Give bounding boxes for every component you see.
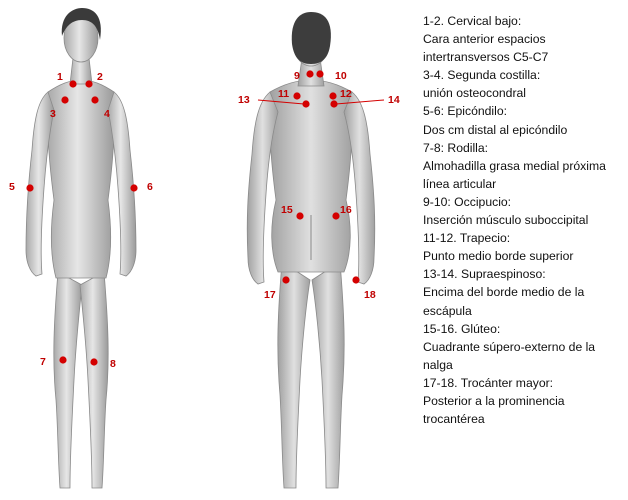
tender-point-dot-17	[282, 276, 289, 283]
tender-point-dot-9	[306, 70, 313, 77]
back-hair	[292, 12, 331, 64]
tender-point-label-4: 4	[104, 108, 110, 120]
tender-point-dot-16	[332, 212, 339, 219]
tender-point-dot-5	[26, 184, 33, 191]
body-illustration: 123456789101112131415161718	[0, 0, 410, 495]
tender-point-dot-10	[316, 70, 323, 77]
tender-point-label-3: 3	[50, 108, 56, 120]
tender-point-label-2: 2	[97, 71, 103, 83]
legend-panel: 1-2. Cervical bajo:Cara anterior espacio…	[423, 12, 625, 428]
tender-point-label-15: 15	[281, 204, 293, 216]
legend-line: Almohadilla grasa medial próxima	[423, 157, 625, 175]
legend-line: Cara anterior espacios	[423, 30, 625, 48]
tender-point-label-9: 9	[294, 70, 300, 82]
tender-point-dot-14	[330, 100, 337, 107]
legend-line: 3-4. Segunda costilla:	[423, 66, 625, 84]
tender-point-label-7: 7	[40, 356, 46, 368]
tender-point-dot-12	[329, 92, 336, 99]
tender-point-dot-7	[59, 356, 66, 363]
legend-line: escápula	[423, 302, 625, 320]
tender-point-dot-6	[130, 184, 137, 191]
tender-point-label-16: 16	[340, 204, 352, 216]
legend-line: 7-8: Rodilla:	[423, 139, 625, 157]
legend-line: 11-12. Trapecio:	[423, 229, 625, 247]
legend-line: nalga	[423, 356, 625, 374]
legend-line: 5-6: Epicóndilo:	[423, 102, 625, 120]
tender-point-label-6: 6	[147, 181, 153, 193]
tender-point-dot-8	[90, 358, 97, 365]
tender-point-label-17: 17	[264, 289, 276, 301]
tender-point-dot-3	[61, 96, 68, 103]
legend-line: intertransversos C5-C7	[423, 48, 625, 66]
legend-line: Punto medio borde superior	[423, 247, 625, 265]
tender-point-dot-4	[91, 96, 98, 103]
tender-point-label-12: 12	[340, 88, 352, 100]
tender-point-dot-18	[352, 276, 359, 283]
legend-line: Posterior a la prominencia	[423, 392, 625, 410]
legend-line: Inserción músculo suboccipital	[423, 211, 625, 229]
tender-point-dot-2	[85, 80, 92, 87]
front-figure	[26, 14, 136, 488]
legend-line: Cuadrante súpero-externo de la	[423, 338, 625, 356]
tender-point-label-13: 13	[238, 94, 250, 106]
legend-line: 13-14. Supraespinoso:	[423, 265, 625, 283]
tender-point-dot-11	[293, 92, 300, 99]
tender-point-label-8: 8	[110, 358, 116, 370]
tender-point-label-14: 14	[388, 94, 400, 106]
tender-point-label-10: 10	[335, 70, 347, 82]
tender-point-label-5: 5	[9, 181, 15, 193]
legend-line: Encima del borde medio de la	[423, 283, 625, 301]
tender-point-dot-1	[69, 80, 76, 87]
tender-point-dot-13	[302, 100, 309, 107]
legend-line: 1-2. Cervical bajo:	[423, 12, 625, 30]
legend-line: 17-18. Trocánter mayor:	[423, 374, 625, 392]
legend-line: unión osteocondral	[423, 84, 625, 102]
tender-point-label-18: 18	[364, 289, 376, 301]
legend-line: Dos cm distal al epicóndilo	[423, 121, 625, 139]
tender-point-label-1: 1	[57, 71, 63, 83]
tender-point-label-11: 11	[278, 88, 289, 100]
legend-line: trocantérea	[423, 410, 625, 428]
tender-points-figure: 123456789101112131415161718	[0, 0, 410, 495]
legend-line: 15-16. Glúteo:	[423, 320, 625, 338]
tender-point-dot-15	[296, 212, 303, 219]
legend-line: 9-10: Occipucio:	[423, 193, 625, 211]
legend-line: línea articular	[423, 175, 625, 193]
